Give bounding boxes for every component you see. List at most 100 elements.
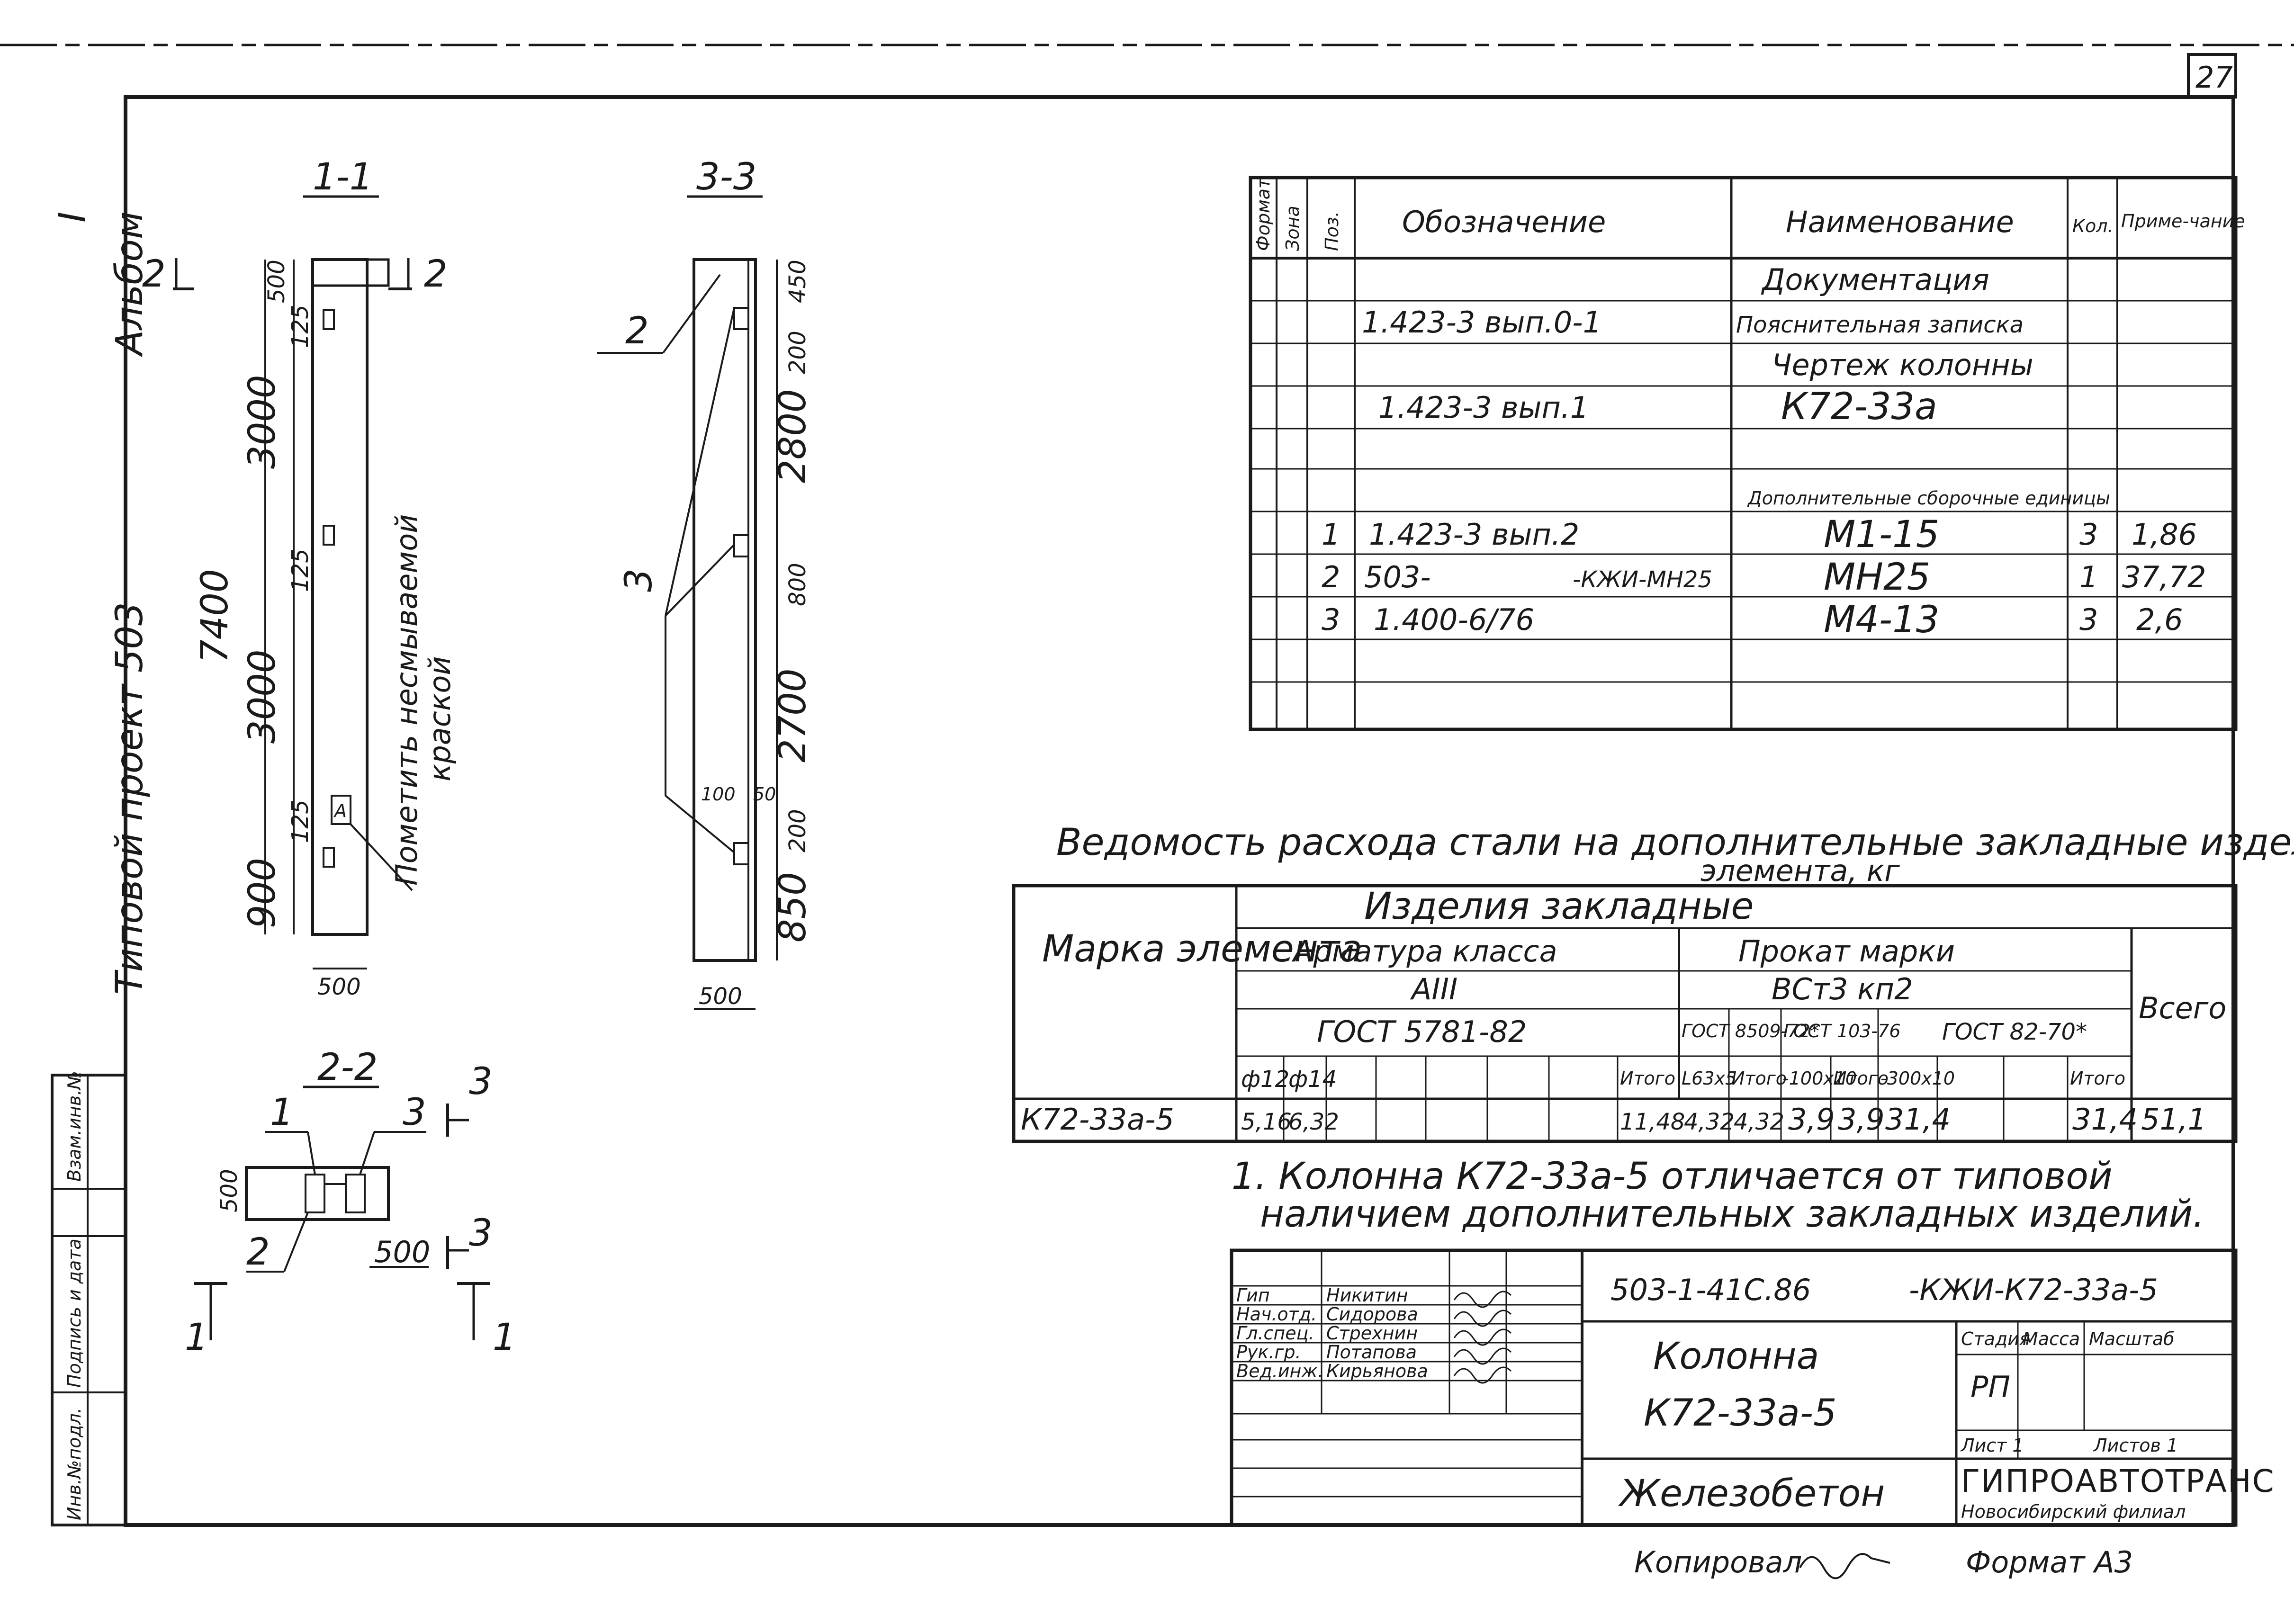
copied-label: Копировал — [1634, 1545, 1802, 1579]
row2-name: МН25 — [1824, 556, 1930, 599]
row2-code2: -КЖИ-МН25 — [1573, 566, 1712, 593]
callout-3: 3 — [618, 568, 660, 592]
org-name: ГИПРОАВТОТРАНС — [1961, 1463, 2275, 1499]
row3-qty: 3 — [2079, 602, 2098, 637]
sheets-total: Листов 1 — [2093, 1435, 2178, 1456]
sheet-no: Лист 1 — [1960, 1435, 2024, 1456]
val-total2: 4,32 — [1734, 1109, 1784, 1135]
val-300x10: 31,4 — [1885, 1102, 1951, 1137]
dim-200-a: 200 — [784, 331, 811, 374]
paint-note-1: Пометить несмываемой — [389, 514, 424, 886]
callout-2-22: 2 — [246, 1231, 270, 1274]
row-col-code: 1.423-3 вып.1 — [1378, 390, 1589, 425]
dim-500-side: 500 — [699, 983, 742, 1010]
sub-300x10: -300x10 — [1880, 1068, 1955, 1089]
stage-header: Стадия — [1961, 1328, 2030, 1349]
row1-name: М1-15 — [1824, 513, 1939, 556]
section-3-3-title: 3-3 — [696, 156, 756, 198]
steel-table: Ведомость расхода стали на дополнительны… — [1012, 821, 2294, 1143]
val-total: 51,1 — [2141, 1102, 2206, 1137]
row1-note: 1,86 — [2132, 517, 2197, 552]
drawing-frame — [124, 95, 2235, 1527]
name-4: Кирьянова — [1326, 1361, 1428, 1382]
signature-4 — [1453, 1366, 1512, 1384]
dim-800: 800 — [784, 563, 811, 606]
doc-code-2: -КЖИ-К72-33а-5 — [1909, 1273, 2158, 1307]
row-expl-name: Пояснительная записка — [1736, 312, 2024, 338]
cut-1-right: 1 — [493, 1316, 516, 1359]
val-100x10: 3,9 — [1788, 1102, 1835, 1137]
dim-500-22b: 500 — [374, 1235, 430, 1269]
name-2: Стрехнин — [1326, 1323, 1418, 1344]
org-branch: Новосибирский филиал — [1961, 1501, 2186, 1522]
dim-450: 450 — [784, 260, 811, 303]
steel-rebar-class-h: Арматура класса — [1291, 934, 1557, 969]
hdr-pos: Поз. — [1322, 211, 1342, 251]
row3-name: М4-13 — [1824, 599, 1939, 641]
section-2-2: 2-2 1 3 2 500 500 3 3 1 1 — [185, 1046, 516, 1359]
dim-3000-a: 3000 — [241, 375, 284, 469]
callout-1-22: 1 — [270, 1091, 294, 1134]
dim-500: 500 — [263, 260, 290, 303]
hdr-format: Формат — [1253, 177, 1274, 251]
signature-3 — [1453, 1347, 1512, 1365]
steel-gost1: ГОСТ 8509-72* — [1682, 1021, 1819, 1041]
dim-100: 100 — [701, 784, 736, 805]
sign-date-label: Подпись и дата — [64, 1238, 85, 1388]
val-f14: 6,32 — [1288, 1109, 1339, 1135]
section-1-1-title: 1-1 — [313, 156, 373, 198]
sub-f14: ф14 — [1288, 1066, 1337, 1093]
steel-gost2: ГОСТ 103-76 — [1783, 1021, 1901, 1041]
sub-total4: Итого — [2070, 1068, 2125, 1089]
format-label: Формат А3 — [1966, 1545, 2133, 1579]
hdr-code: Обозначение — [1402, 205, 1606, 239]
section-3-3: 3-3 2 3 450 200 2800 800 2700 200 850 10… — [597, 156, 814, 1010]
role-4: Вед.инж. — [1236, 1361, 1323, 1382]
role-2: Гл.спец. — [1236, 1323, 1314, 1344]
name-0: Никитин — [1326, 1285, 1408, 1306]
paint-marker: A — [333, 800, 347, 821]
hdr-qty: Кол. — [2072, 215, 2114, 236]
scale-header: Масштаб — [2089, 1328, 2175, 1349]
sub-l63: L63x5 — [1682, 1068, 1736, 1089]
name-1: Сидорова — [1326, 1304, 1418, 1325]
steel-group: Изделия закладные — [1364, 885, 1754, 928]
dim-2800: 2800 — [772, 389, 814, 483]
stage-value: РП — [1970, 1370, 2010, 1404]
dim-500-bottom: 500 — [317, 974, 361, 1000]
mass-header: Масса — [2023, 1328, 2080, 1349]
section-2-2-title: 2-2 — [317, 1046, 378, 1089]
hdr-zone: Зона — [1282, 206, 1303, 251]
doc-code: 503-1-41С.86 — [1610, 1273, 1811, 1307]
page-number-box — [2187, 53, 2237, 99]
spec-table: Формат Зона Поз. Обозначение Наименовани… — [1249, 176, 2245, 731]
dim-125-b: 125 — [287, 548, 314, 592]
dim-7400: 7400 — [194, 569, 236, 663]
callout-2: 2 — [625, 310, 649, 352]
dim-200-b: 200 — [784, 809, 811, 852]
dim-2700: 2700 — [772, 668, 814, 763]
steel-rolled-mark: ВСт3 кп2 — [1772, 972, 1913, 1006]
sub-100x10: -100x10 — [1782, 1068, 1857, 1089]
dim-50: 50 — [753, 784, 776, 805]
row2-code: 503- — [1364, 560, 1431, 594]
sub-total2: Итого — [1731, 1068, 1787, 1089]
row3-note: 2,6 — [2136, 602, 2183, 637]
dim-3000-b: 3000 — [241, 649, 284, 744]
album-label: Альбом — [108, 211, 151, 358]
row2-qty: 1 — [2079, 560, 2098, 594]
section-1-1: 1-1 2 2 500 125 3000 125 3000 125 900 74… — [142, 156, 457, 1000]
row2-note: 37,72 — [2122, 560, 2206, 594]
cut-2-left: 2 — [142, 253, 166, 296]
signature-1 — [1453, 1310, 1512, 1327]
val-f12: 5,16 — [1241, 1109, 1292, 1135]
left-stamp-strip: Взам.инв.№ Подпись и дата Инв.№подл. — [51, 1071, 127, 1526]
dim-500-22a: 500 — [216, 1169, 243, 1212]
steel-title: Ведомость расхода стали на дополнительны… — [1056, 821, 2294, 864]
cut-3-top: 3 — [469, 1060, 493, 1103]
title-block: Гип Никитин Нач.отд. Сидорова Гл.спец. С… — [1230, 1248, 2275, 1527]
role-3: Рук.гр. — [1236, 1342, 1301, 1363]
stamp-material: Железобетон — [1618, 1472, 1885, 1515]
paint-note-2: краской — [423, 656, 457, 781]
